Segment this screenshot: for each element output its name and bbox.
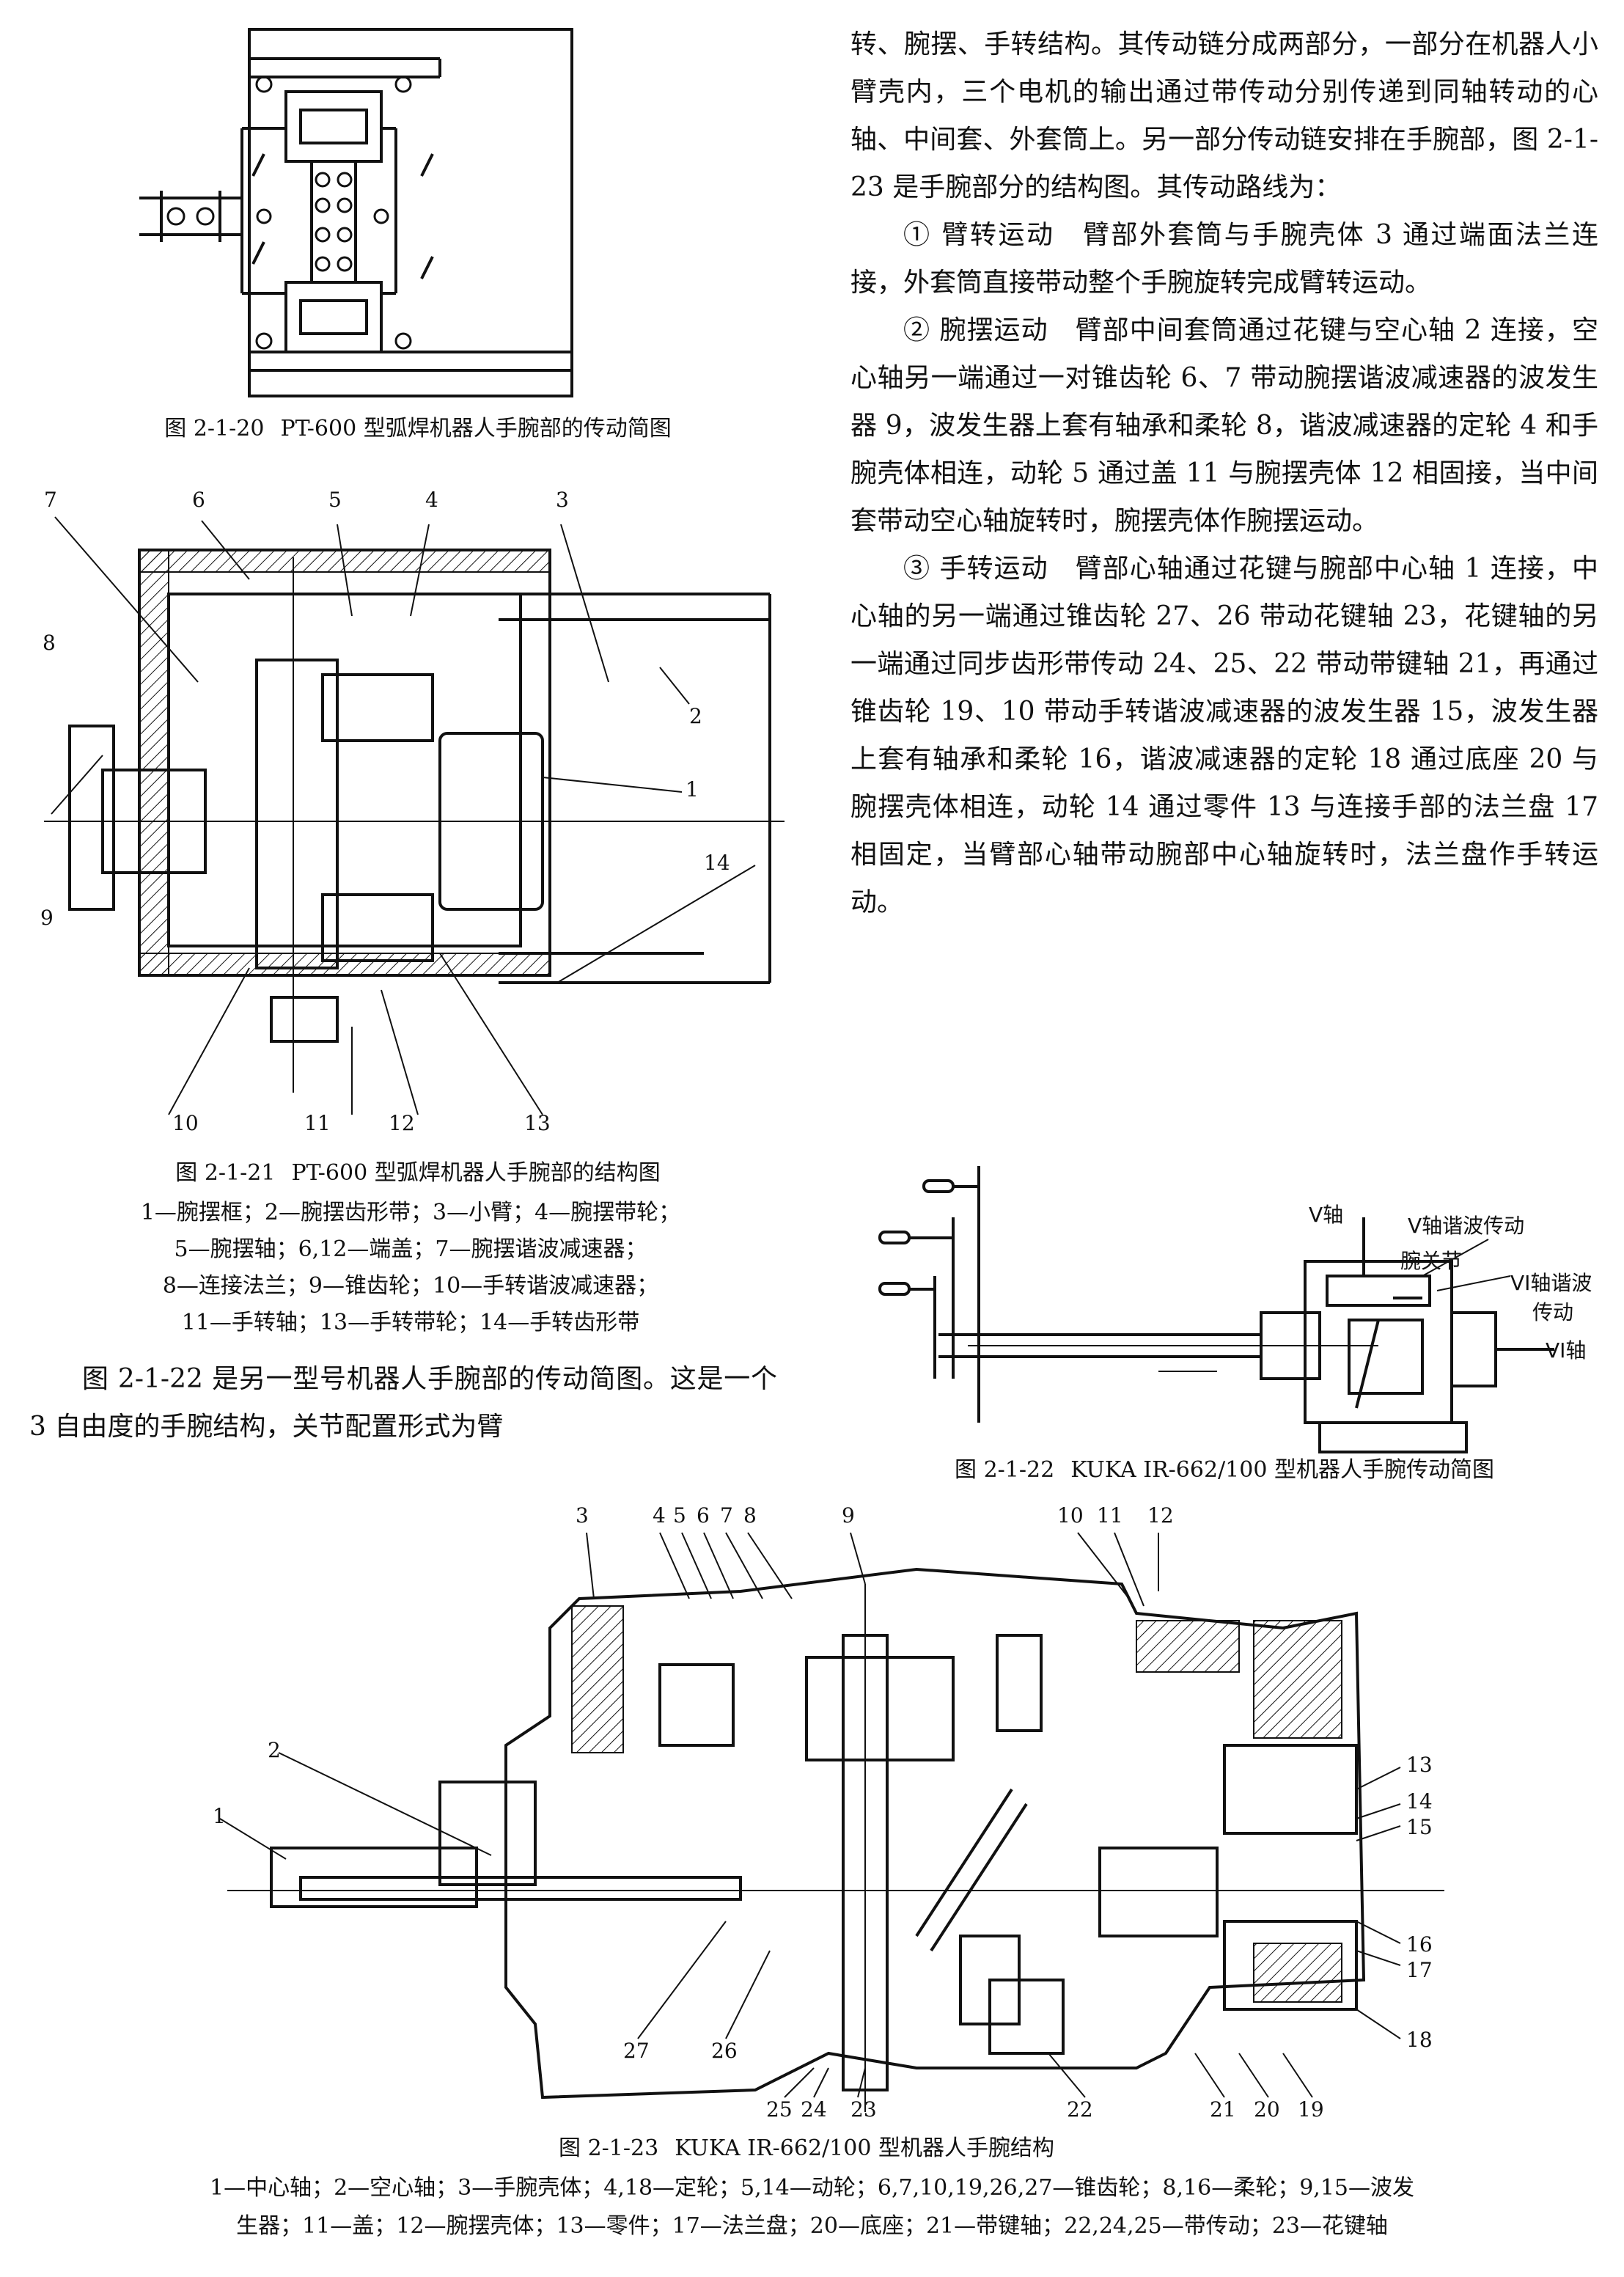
- legend-2-1-21-line-2: 5—腕摆轴；6,12—端盖；7—腕摆谐波减速器；: [174, 1236, 647, 1262]
- figure-2-1-22: V轴 V轴谐波传动 腕关节 VI轴谐波 传动 VI轴: [850, 1159, 1598, 1467]
- caption-2-1-21-number: 图 2-1-21: [175, 1160, 276, 1186]
- fig22-label-v-harmonic: V轴谐波传动: [1408, 1214, 1525, 1238]
- fig23-label-26: 26: [711, 2039, 738, 2063]
- legend-2-1-21-line-4: 11—手转轴；13—手转带轮；14—手转齿形带: [181, 1310, 640, 1335]
- figure-2-1-20-drawing: [139, 28, 573, 397]
- text-right-p4: ③ 手转运动 臂部心轴通过花键与腕部中心轴 1 连接，中心轴的另一端通过锥齿轮 …: [850, 554, 1598, 917]
- fig23-label-7: 7: [720, 1503, 733, 1528]
- fig22-label-v-axis: V轴: [1309, 1203, 1344, 1227]
- legend-2-1-21-line-1: 1—腕摆框；2—腕摆齿形带；3—小臂；4—腕摆带轮；: [140, 1200, 681, 1225]
- text-right-p2: ① 臂转运动 臂部外套筒与手腕壳体 3 通过端面法兰连接，外套筒直接带动整个手腕…: [850, 220, 1598, 298]
- fig23-label-24: 24: [801, 2097, 827, 2122]
- caption-2-1-21: 图 2-1-21 PT-600 型弧焊机器人手腕部的结构图: [88, 1159, 748, 1188]
- fig21-label-1: 1: [686, 777, 699, 802]
- caption-2-1-23-number: 图 2-1-23: [559, 2135, 659, 2161]
- caption-2-1-21-title: PT-600 型弧焊机器人手腕部的结构图: [291, 1160, 661, 1186]
- figure-2-1-21-drawing: [44, 516, 785, 1115]
- fig22-label-wrist-joint: 腕关节: [1400, 1249, 1463, 1273]
- fig23-label-20: 20: [1254, 2097, 1280, 2122]
- text-left-paragraph: 图 2-1-22 是另一型号机器人手腕部的传动简图。这是一个 3 自由度的手腕结…: [29, 1355, 777, 1451]
- fig23-label-23: 23: [850, 2097, 877, 2122]
- fig23-label-18: 18: [1406, 2028, 1433, 2052]
- caption-2-1-23: 图 2-1-23 KUKA IR-662/100 型机器人手腕结构: [367, 2134, 1246, 2163]
- text-left-p1: 图 2-1-22 是另一型号机器人手腕部的传动简图。这是一个 3 自由度的手腕结…: [29, 1364, 777, 1442]
- fig23-label-13: 13: [1406, 1753, 1433, 1777]
- caption-2-1-20-title: PT-600 型弧焊机器人手腕部的传动简图: [280, 416, 672, 441]
- fig21-label-14: 14: [704, 851, 730, 875]
- fig22-label-vi-harmonic-2: 传动: [1532, 1300, 1574, 1324]
- fig21-label-4: 4: [425, 488, 438, 512]
- fig23-label-1: 1: [213, 1804, 226, 1828]
- fig23-label-3: 3: [576, 1503, 589, 1528]
- fig23-label-25: 25: [766, 2097, 793, 2122]
- fig23-label-15: 15: [1406, 1815, 1433, 1839]
- caption-2-1-22-title: KUKA IR-662/100 型机器人手腕传动简图: [1070, 1457, 1494, 1483]
- caption-2-1-22-number: 图 2-1-22: [955, 1457, 1055, 1483]
- fig21-label-3: 3: [556, 488, 569, 512]
- fig21-label-11: 11: [304, 1111, 331, 1135]
- legend-2-1-21-line-3: 8—连接法兰；9—锥齿轮；10—手转谐波减速器；: [162, 1273, 659, 1299]
- fig23-label-27: 27: [623, 2039, 650, 2063]
- figure-2-1-23: 3 4 5 6 7 8 9 10 11 12 2 1 13 14 15 16 1…: [183, 1503, 1474, 2127]
- fig22-label-vi-axis: VI轴: [1546, 1338, 1587, 1363]
- fig23-label-22: 22: [1067, 2097, 1093, 2122]
- figure-2-1-21: 7 6 5 4 3 8 2 1 14 9 10 11 12 13: [29, 484, 792, 1144]
- fig21-label-8: 8: [43, 631, 56, 655]
- legend-2-1-23-line-2: 生器；11—盖；12—腕摆壳体；13—零件；17—法兰盘；20—底座；21—带键…: [236, 2213, 1388, 2239]
- caption-2-1-23-title: KUKA IR-662/100 型机器人手腕结构: [675, 2135, 1054, 2161]
- fig21-label-13: 13: [524, 1111, 551, 1135]
- fig23-label-16: 16: [1406, 1932, 1433, 1957]
- fig21-label-10: 10: [172, 1111, 199, 1135]
- fig23-label-10: 10: [1057, 1503, 1084, 1528]
- fig23-label-12: 12: [1147, 1503, 1174, 1528]
- figure-2-1-20: [132, 22, 587, 403]
- fig21-label-12: 12: [389, 1111, 415, 1135]
- caption-2-1-20: 图 2-1-20 PT-600 型弧焊机器人手腕部的传动简图: [88, 414, 748, 444]
- fig21-label-6: 6: [192, 488, 205, 512]
- fig21-label-9: 9: [40, 906, 54, 930]
- text-right-column: 转、腕摆、手转结构。其传动链分成两部分，一部分在机器人小臂壳内，三个电机的输出通…: [850, 21, 1598, 926]
- fig21-label-5: 5: [328, 488, 342, 512]
- text-right-p3: ② 腕摆运动 臂部中间套筒通过花键与空心轴 2 连接，空心轴另一端通过一对锥齿轮…: [850, 315, 1598, 536]
- fig23-label-2: 2: [268, 1738, 281, 1762]
- legend-2-1-23-line-1: 1—中心轴；2—空心轴；3—手腕壳体；4,18—定轮；5,14—动轮；6,7,1…: [210, 2175, 1414, 2201]
- fig21-label-2: 2: [689, 704, 702, 728]
- caption-2-1-20-number: 图 2-1-20: [164, 416, 265, 441]
- fig23-label-8: 8: [743, 1503, 757, 1528]
- fig23-label-14: 14: [1406, 1789, 1433, 1814]
- fig23-label-11: 11: [1097, 1503, 1123, 1528]
- fig23-label-21: 21: [1210, 2097, 1236, 2122]
- fig23-label-17: 17: [1406, 1958, 1433, 1982]
- figure-2-1-23-drawing: [219, 1532, 1444, 2112]
- fig23-label-9: 9: [842, 1503, 855, 1528]
- fig23-label-6: 6: [697, 1503, 710, 1528]
- fig22-label-vi-harmonic-1: VI轴谐波: [1510, 1271, 1592, 1295]
- figure-2-1-22-drawing: [878, 1166, 1554, 1453]
- fig23-label-19: 19: [1298, 2097, 1324, 2122]
- fig23-label-4: 4: [653, 1503, 666, 1528]
- caption-2-1-22: 图 2-1-22 KUKA IR-662/100 型机器人手腕传动简图: [850, 1456, 1598, 1485]
- text-right-p1: 转、腕摆、手转结构。其传动链分成两部分，一部分在机器人小臂壳内，三个电机的输出通…: [850, 29, 1598, 202]
- fig23-label-5: 5: [673, 1503, 686, 1528]
- fig21-label-7: 7: [44, 488, 57, 512]
